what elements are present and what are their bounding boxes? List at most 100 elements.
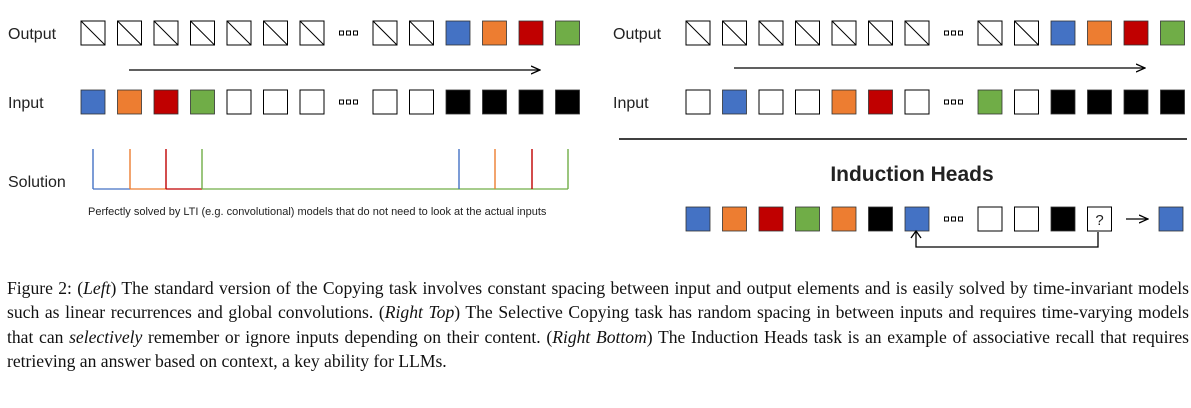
left-input-cell-white xyxy=(409,89,434,115)
solution-note: Perfectly solved by LTI (e.g. convolutio… xyxy=(88,206,547,218)
recall-link-line xyxy=(915,231,1099,248)
left-input-cell-green xyxy=(190,89,215,115)
left-output-hatch-line xyxy=(263,20,288,46)
left-output-hatch-line xyxy=(80,20,106,46)
caption-figure-label: Figure 2: ( xyxy=(7,278,84,298)
left-output-hatch-line xyxy=(190,20,215,46)
induction-row: ? xyxy=(685,206,1112,232)
induction-cell-black xyxy=(1050,206,1076,232)
induction-cell-orange xyxy=(831,206,857,232)
right-input-cell-red xyxy=(868,89,893,115)
figure-caption: Figure 2: (Left) The standard version of… xyxy=(7,276,1189,373)
right-top-panel: Output Input xyxy=(613,20,1187,140)
left-solution-label: Solution xyxy=(8,174,66,191)
right-input-label: Input xyxy=(613,95,649,112)
left-input-cell-black xyxy=(555,89,580,115)
right-input-cell-white xyxy=(685,89,711,115)
right-output-hatch-line xyxy=(904,20,930,46)
right-output-cell-blue xyxy=(1050,20,1076,46)
induction-cell-red xyxy=(758,206,784,232)
right-input-cell-black xyxy=(1050,89,1076,115)
right-output-ellipsis-dot xyxy=(958,30,963,36)
left-output-hatch-line xyxy=(226,20,252,46)
right-input-cell-black xyxy=(1087,89,1112,115)
left-input-cell-black xyxy=(518,89,544,115)
left-input-ellipsis-dot xyxy=(346,99,351,105)
right-input-cell-white xyxy=(758,89,784,115)
left-output-cell-orange xyxy=(482,20,507,46)
right-output-label: Output xyxy=(613,26,662,43)
left-input-cell-black xyxy=(482,89,507,115)
caption-right-top-text2: remember or ignore inputs depending on t… xyxy=(142,326,553,347)
induction-cell-black xyxy=(868,206,893,232)
right-output-cell-green xyxy=(1160,20,1185,46)
left-input-cell-white xyxy=(226,89,252,115)
left-output-cell-blue xyxy=(445,20,471,46)
left-output-row xyxy=(80,20,580,46)
induction-cell-green xyxy=(795,206,820,232)
left-input-ellipsis-dot xyxy=(339,99,344,105)
right-output-hatch-line xyxy=(1014,20,1039,46)
solution-plot xyxy=(92,149,569,190)
right-output-ellipsis-dot xyxy=(944,30,949,36)
right-output-hatch-line xyxy=(831,20,857,46)
recall-link-arrowhead xyxy=(910,229,922,239)
left-output-label: Output xyxy=(8,26,57,43)
left-input-ellipsis-dot xyxy=(353,99,358,105)
left-output-hatch-line xyxy=(117,20,142,46)
left-output-ellipsis-dot xyxy=(339,30,344,36)
induction-cell-white xyxy=(977,206,1003,232)
right-output-hatch-line xyxy=(758,20,784,46)
left-input-cell-red xyxy=(153,89,179,115)
right-input-row xyxy=(685,89,1185,115)
left-input-cell-orange xyxy=(117,89,142,115)
answer-square xyxy=(1158,206,1184,232)
query-mark: ? xyxy=(1095,212,1103,229)
induction-cell-query xyxy=(1087,206,1112,232)
right-output-cell-red xyxy=(1123,20,1149,46)
left-output-hatch-line xyxy=(299,20,325,46)
left-input-label: Input xyxy=(8,95,44,112)
right-output-cell-orange xyxy=(1087,20,1112,46)
left-output-hatch-line xyxy=(409,20,434,46)
right-input-cell-white xyxy=(904,89,930,115)
caption-selectively: selectively xyxy=(69,326,143,347)
left-input-cell-white xyxy=(299,89,325,115)
left-input-cell-white xyxy=(263,89,288,115)
induction-heads-title: Induction Heads xyxy=(830,163,993,186)
caption-right-top-text: ) The Selective Copying task has random … xyxy=(7,302,1189,347)
right-output-hatch-line xyxy=(685,20,711,46)
left-input-cell-black xyxy=(445,89,471,115)
left-output-hatch-line xyxy=(153,20,179,46)
right-input-cell-white xyxy=(795,89,820,115)
left-panel: Output Input Solution Perfectly solved b… xyxy=(8,20,580,218)
induction-cell-blue xyxy=(685,206,711,232)
left-input-cell-blue xyxy=(80,89,106,115)
induction-ellipsis-dot xyxy=(958,216,963,222)
right-input-ellipsis-dot xyxy=(951,99,956,105)
right-output-row xyxy=(685,20,1185,46)
right-output-hatch-line xyxy=(722,20,747,46)
induction-ellipsis-dot xyxy=(944,216,949,222)
right-output-hatch-line xyxy=(977,20,1003,46)
left-output-cell-red xyxy=(518,20,544,46)
right-input-cell-green xyxy=(977,89,1003,115)
right-output-hatch-line xyxy=(868,20,893,46)
induction-cell-orange xyxy=(722,206,747,232)
left-input-cell-white xyxy=(372,89,398,115)
caption-right-top-tag: Right Top xyxy=(384,302,455,323)
left-output-cell-green xyxy=(555,20,580,46)
caption-left-tag: Left xyxy=(83,278,111,298)
right-input-cell-white xyxy=(1014,89,1039,115)
right-output-hatch-line xyxy=(795,20,820,46)
right-input-cell-black xyxy=(1160,89,1185,115)
induction-cell-white xyxy=(1014,206,1039,232)
caption-left-text: ) The standard version of the Copying ta… xyxy=(7,278,1189,323)
right-input-cell-black xyxy=(1123,89,1149,115)
right-bottom-panel: Induction Heads ? xyxy=(685,163,1184,248)
left-output-ellipsis-dot xyxy=(346,30,351,36)
caption-right-bottom-text: ) The Induction Heads task is an example… xyxy=(7,326,1189,371)
left-input-row xyxy=(80,89,580,115)
caption-right-bottom-tag: Right Bottom xyxy=(552,326,647,347)
figure-diagram: Output Input Solution Perfectly solved b… xyxy=(8,20,1187,248)
